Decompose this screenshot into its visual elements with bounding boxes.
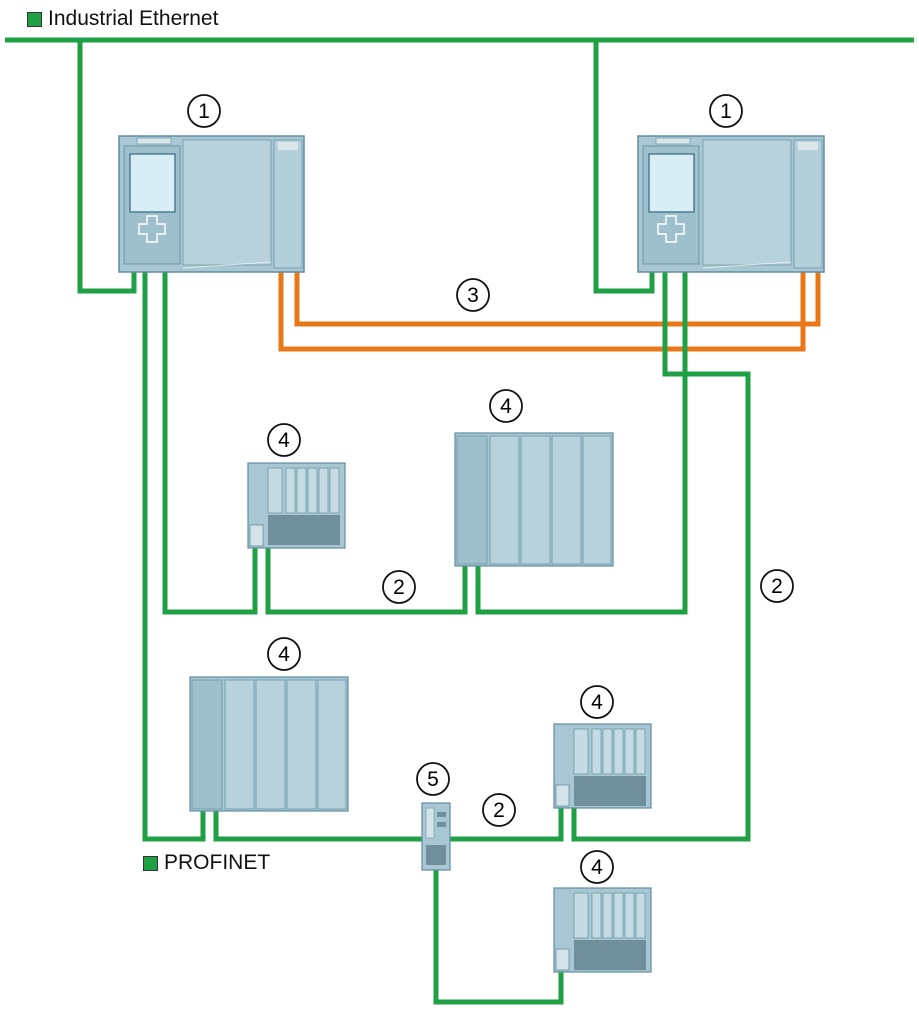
- profinet-ring-upper: [162, 272, 258, 615]
- profinet-cables: [142, 272, 751, 1005]
- callout-io-bottom-text: 4: [591, 856, 603, 879]
- legend-profinet: PROFINET: [143, 851, 270, 875]
- io-device-rack-lower[interactable]: [189, 676, 349, 812]
- profinet-label: PROFINET: [164, 851, 271, 874]
- network-switch[interactable]: [421, 802, 451, 871]
- callout-switch: 5: [416, 762, 450, 796]
- industrial-ethernet-bus: [5, 37, 914, 294]
- callout-io-lower-right: 4: [580, 685, 614, 719]
- io-device-small-right[interactable]: [553, 723, 652, 809]
- sync-links: [278, 272, 821, 352]
- callout-io-upper-small: 4: [267, 423, 301, 457]
- profinet-switch-to-bottom: [433, 870, 564, 1005]
- callout-profinet-right-text: 2: [771, 575, 783, 598]
- profinet-switch-to-et: [450, 808, 564, 842]
- profinet-ring-lower: [142, 272, 206, 842]
- ethernet-drop-right: [593, 40, 655, 294]
- callout-profinet-upper: 2: [382, 570, 416, 604]
- callout-sync-text: 3: [467, 284, 479, 307]
- industrial-ethernet-swatch: [27, 11, 42, 27]
- callout-cpu-left: 1: [187, 94, 221, 128]
- callout-io-upper-rack: 4: [489, 389, 523, 423]
- callout-cpu-left-text: 1: [198, 100, 210, 123]
- cpu-left-dpad-icon: [138, 215, 166, 243]
- profinet-rack-to-switch: [213, 811, 422, 842]
- cpu-right[interactable]: [637, 135, 825, 273]
- callout-switch-text: 5: [427, 768, 439, 791]
- legend-industrial-ethernet: Industrial Ethernet: [27, 7, 218, 31]
- io-device-small-upper[interactable]: [247, 462, 346, 549]
- callout-sync: 3: [456, 278, 490, 312]
- callout-io-upper-small-text: 4: [278, 429, 290, 452]
- sync-line-upper: [294, 272, 821, 327]
- callout-cpu-right: 1: [709, 94, 743, 128]
- callout-profinet-right: 2: [760, 569, 794, 603]
- callout-io-lower-rack-text: 4: [278, 643, 290, 666]
- callout-profinet-upper-text: 2: [393, 576, 405, 599]
- sync-line-lower: [278, 272, 806, 352]
- callout-profinet-lower-text: 2: [493, 799, 505, 822]
- callout-cpu-right-text: 1: [720, 100, 732, 123]
- callout-io-upper-rack-text: 4: [500, 395, 512, 418]
- cpu-left[interactable]: [118, 135, 305, 273]
- io-device-small-bottom[interactable]: [553, 887, 652, 973]
- profinet-return-upper: [475, 272, 688, 615]
- callout-io-bottom: 4: [580, 850, 614, 884]
- callout-io-lower-rack: 4: [267, 637, 301, 671]
- callout-profinet-lower: 2: [482, 793, 516, 827]
- io-device-rack-upper[interactable]: [454, 432, 614, 567]
- profinet-swatch: [143, 855, 158, 871]
- ethernet-drop-left: [77, 40, 137, 294]
- cpu-right-dpad-icon: [657, 215, 685, 243]
- profinet-link-small-large: [265, 548, 468, 615]
- profinet-ring-right: [571, 272, 751, 842]
- industrial-ethernet-label: Industrial Ethernet: [48, 7, 219, 30]
- callout-io-lower-right-text: 4: [591, 691, 603, 714]
